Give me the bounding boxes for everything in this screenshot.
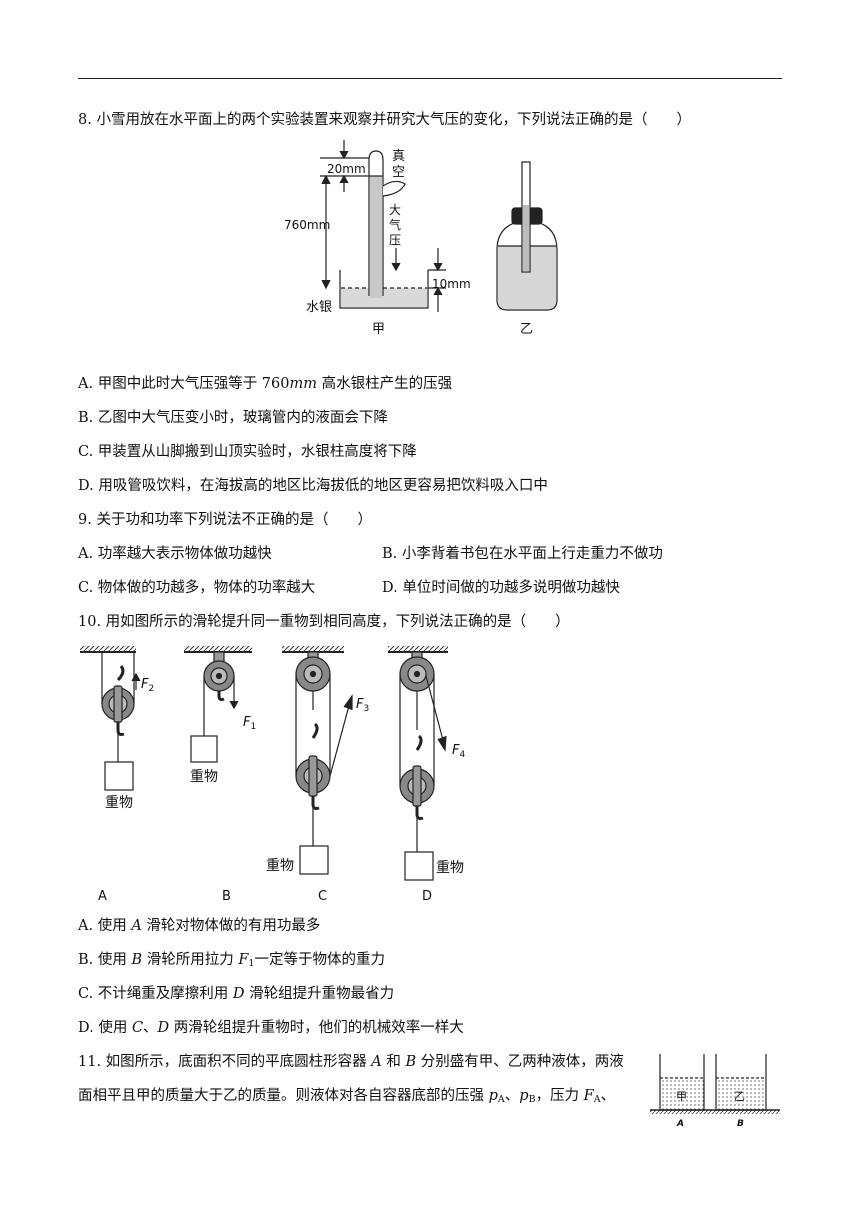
label-atm-1: 大 (389, 203, 401, 217)
weight-label-a: 重物 (105, 795, 133, 811)
q10-option-c: C. 不计绳重及摩擦利用 D 滑轮组提升重物最省力 (78, 986, 395, 1002)
weight-label-d: 重物 (436, 860, 464, 876)
label-atm-2: 气 (389, 217, 401, 232)
force-label-f2: F2 (141, 677, 154, 694)
q9-option-a: A. 功率越大表示物体做功越快 (78, 546, 272, 562)
label-vacuum-1: 真 (392, 149, 405, 164)
q10-option-d: D. 使用 C、D 两滑轮组提升重物时，他们的机械效率一样大 (78, 1020, 464, 1036)
caption-yi: 乙 (520, 322, 533, 337)
container-label-b: B (737, 1119, 744, 1129)
caption-jia: 甲 (372, 322, 385, 337)
q10-option-b: B. 使用 B 滑轮所用拉力 F1一定等于物体的重力 (78, 952, 385, 969)
q8-option-c: C. 甲装置从山脚搬到山顶实验时，水银柱高度将下降 (78, 444, 417, 460)
header-rule (78, 78, 782, 79)
weight-label-b: 重物 (190, 769, 218, 785)
caption-c: C (318, 889, 327, 900)
bottle-apparatus (496, 161, 558, 311)
q8-figure: 20mm 真 空 760mm 大 气 压 10mm 水银 甲 乙 (284, 140, 558, 337)
q9-option-d: D. 单位时间做的功越多说明做功越快 (382, 580, 620, 596)
label-20mm: 20mm (327, 162, 366, 176)
q9-option-b: B. 小李背着书包在水平面上行走重力不做功 (382, 546, 663, 562)
force-label-f4: F4 (452, 743, 465, 760)
caption-d: D (422, 889, 432, 900)
pulley-a (80, 646, 141, 791)
q10-option-a: A. 使用 A 滑轮对物体做的有用功最多 (78, 918, 321, 934)
label-10mm: 10mm (432, 277, 471, 291)
force-label-f3: F3 (356, 697, 369, 714)
liquid-label-jia: 甲 (676, 1090, 687, 1103)
force-label-f1: F1 (243, 715, 256, 732)
label-mercury: 水银 (306, 300, 332, 315)
q8-stem: 8. 小雪用放在水平面上的两个实验装置来观察并研究大气压的变化，下列说法正确的是… (78, 112, 691, 128)
label-atm-3: 压 (389, 233, 401, 247)
container-b (715, 1054, 767, 1111)
pulley-b (184, 646, 252, 763)
q11-line-1: 11. 如图所示，底面积不同的平底圆柱形容器 A 和 B 分别盛有甲、乙两种液体… (78, 1054, 624, 1070)
barometer-apparatus (320, 140, 446, 312)
caption-a: A (98, 889, 107, 900)
q9-stem: 9. 关于功和功率下列说法不正确的是（ ） (78, 512, 372, 528)
q8-option-d: D. 用吸管吸饮料，在海拔高的地区比海拔低的地区更容易把饮料吸入口中 (78, 478, 548, 494)
q10-figure: F2 重物 A F1 重物 B F3 (80, 646, 465, 900)
caption-b: B (222, 889, 231, 900)
q11-figure: 甲 乙 A B (650, 1054, 780, 1129)
container-label-a: A (676, 1119, 684, 1129)
q9-option-c: C. 物体做的功越多，物体的功率越大 (78, 580, 316, 596)
q11-line-2: 面相平且甲的质量大于乙的质量。则液体对各自容器底部的压强 pA、pB，压力 FA… (78, 1088, 616, 1105)
container-a (659, 1054, 705, 1111)
label-760mm: 760mm (284, 218, 330, 232)
weight-label-c: 重物 (266, 858, 294, 874)
q8-option-a: A. 甲图中此时大气压强等于 760mm 高水银柱产生的压强 (78, 376, 453, 392)
label-vacuum-2: 空 (392, 165, 405, 180)
q10-stem: 10. 用如图所示的滑轮提升同一重物到相同高度，下列说法正确的是（ ） (78, 614, 570, 630)
pulley-d (388, 646, 448, 881)
liquid-label-yi: 乙 (734, 1090, 745, 1103)
pulley-c (282, 646, 353, 875)
q8-option-b: B. 乙图中大气压变小时，玻璃管内的液面会下降 (78, 410, 388, 426)
